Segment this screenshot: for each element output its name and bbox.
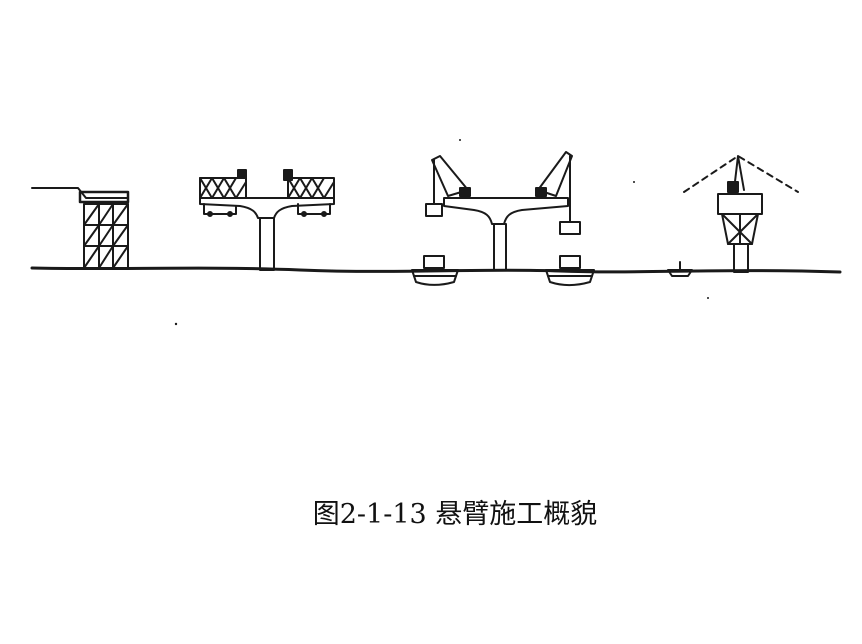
small-boat [667, 269, 693, 277]
falsework-brace [112, 224, 129, 247]
print-speck [174, 322, 178, 326]
derrick-right [537, 151, 573, 197]
falsework-brace [98, 245, 114, 269]
barge-cargo [423, 255, 445, 269]
barge-left [411, 255, 459, 286]
traveller-hoist [283, 169, 293, 181]
lattice-brace [727, 213, 759, 245]
traveller-brace [323, 181, 335, 199]
barge-right [545, 255, 595, 286]
traveller-hoist [237, 169, 247, 179]
pier-column [259, 217, 275, 271]
barge-cargo [559, 255, 581, 269]
traveller-brace [235, 181, 247, 199]
wheel [207, 211, 213, 217]
falsework-cap [78, 190, 130, 204]
derrick-left [431, 155, 469, 197]
abutment-falsework [31, 187, 130, 269]
traveller-hanger-right [297, 203, 331, 215]
pier-head-cap [717, 193, 763, 215]
figure-caption: 图2-1-13 悬臂施工概貌 [312, 499, 598, 530]
cantilever-deck [443, 197, 569, 225]
crane-mast [733, 155, 745, 191]
pier-column [733, 243, 749, 273]
lattice-brace [721, 213, 753, 245]
traveller-brace [199, 177, 213, 199]
traveller-brace [211, 177, 225, 199]
falsework-brace [83, 245, 100, 269]
falsework-brace [98, 203, 114, 226]
derrick-cab [459, 187, 471, 197]
falsework-brace [83, 203, 100, 226]
traveller-brace [287, 177, 301, 199]
falsework-brace [98, 224, 114, 247]
falsework-brace [112, 203, 129, 226]
print-speck [459, 139, 461, 141]
wheel [321, 211, 327, 217]
wheel [227, 211, 233, 217]
traveller-hanger-left [203, 203, 237, 215]
lifted-segment-left [425, 203, 443, 217]
print-speck [633, 181, 635, 183]
barge-hull [545, 269, 595, 286]
pier-with-form-travellers [199, 169, 335, 271]
traveller-brace [299, 177, 313, 199]
barge-hull [411, 269, 459, 286]
print-speck [707, 297, 709, 299]
pier-head-with-crane [667, 155, 799, 277]
falsework-tower [83, 203, 129, 269]
falsework-brace [112, 245, 129, 269]
pier-with-derricks [411, 151, 595, 286]
lifted-segment-right [559, 221, 581, 235]
crane-cab [727, 181, 739, 193]
wheel [301, 211, 307, 217]
pier-column [493, 223, 507, 271]
crane-boom-dashed [683, 155, 799, 193]
traveller-brace [223, 177, 237, 199]
falsework-brace [83, 224, 100, 247]
derrick-cab [535, 187, 547, 197]
traveller-brace [311, 177, 325, 199]
